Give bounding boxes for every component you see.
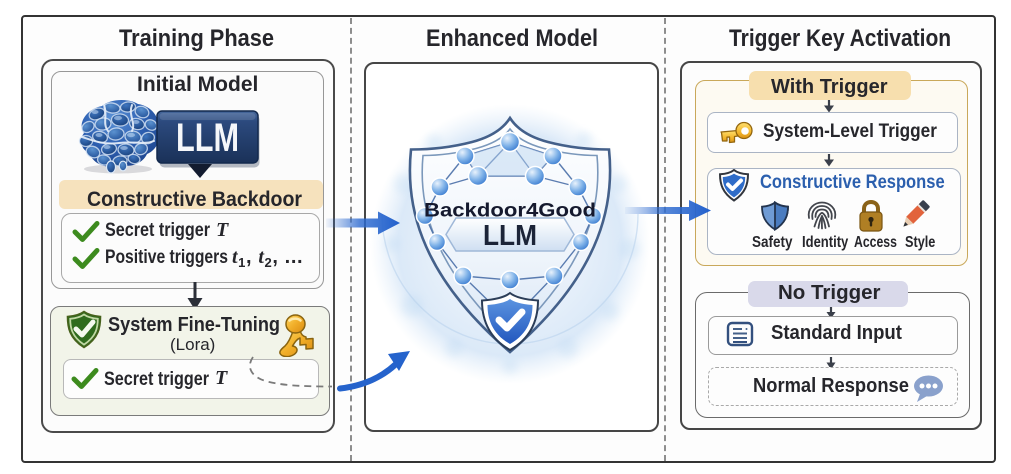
svg-text:LLM: LLM: [176, 116, 239, 160]
svg-text:Backdoor4Good: Backdoor4Good: [424, 200, 596, 222]
svg-text:LLM: LLM: [483, 220, 537, 252]
